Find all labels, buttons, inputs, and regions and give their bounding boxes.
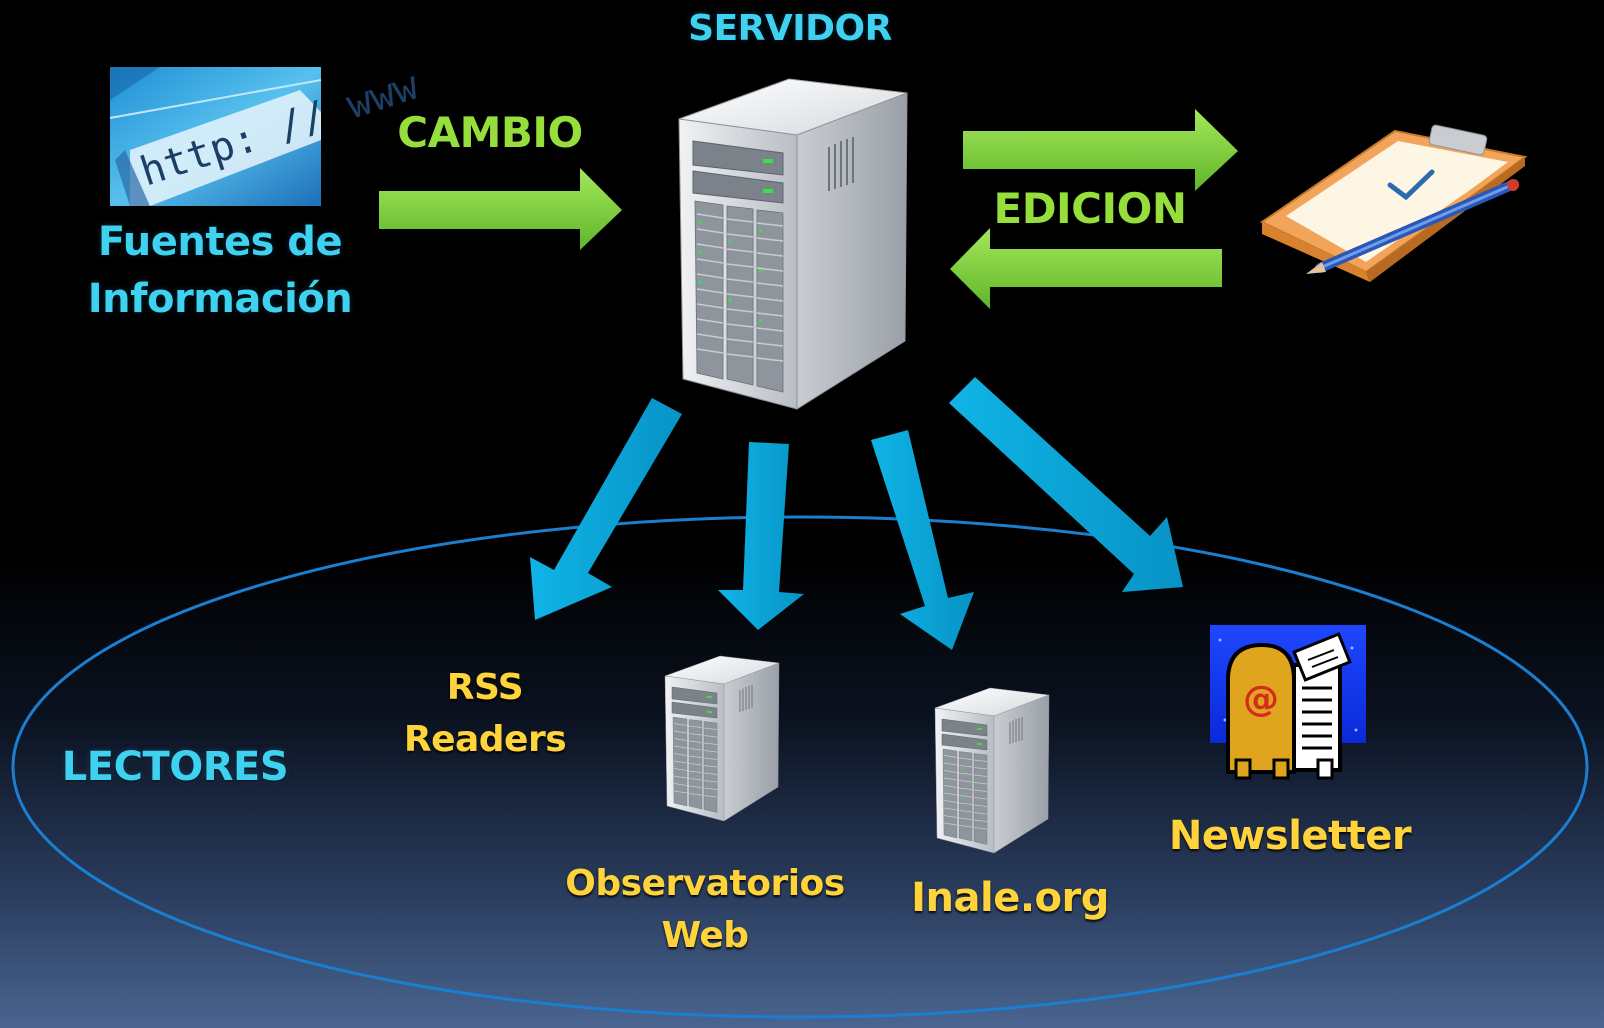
fuentes-label: Fuentes de Información [60, 214, 380, 328]
blue-arrow-to-newsletter [949, 377, 1183, 592]
newsletter-mailbox-icon: @ [1210, 625, 1366, 780]
inale-server-icon [934, 687, 1050, 854]
newsletter-label: Newsletter [1168, 813, 1412, 859]
cambio-label: CAMBIO [397, 108, 583, 157]
observatorios-label-line2: Web [661, 915, 749, 956]
fuentes-label-line2: Información [87, 276, 353, 322]
edicion-arrow-out [963, 109, 1238, 191]
inale-label: Inale.org [911, 875, 1109, 921]
lectores-ellipse [11, 515, 1589, 1019]
rss-label-line1: RSS [446, 667, 524, 708]
observatorios-label-line1: Observatorios [565, 863, 845, 904]
clipboard-icon [1260, 124, 1528, 282]
cambio-arrow [379, 168, 622, 250]
at-sign-icon: @ [1243, 679, 1279, 720]
edicion-arrow-in [950, 228, 1222, 309]
blue-arrow-to-inale [871, 430, 974, 650]
edicion-label: EDICION [993, 184, 1188, 233]
blue-arrow-to-rss [530, 398, 682, 620]
lectores-label: LECTORES [61, 744, 289, 790]
url-banner-image: http: // www [109, 62, 425, 206]
observatorios-label: Observatorios Web [560, 858, 850, 962]
servidor-title: SERVIDOR [688, 8, 892, 49]
rss-label-line2: Readers [403, 719, 567, 760]
main-server-icon [678, 78, 908, 410]
rss-readers-label: RSS Readers [380, 662, 590, 766]
observatorios-server-icon [664, 655, 780, 822]
blue-arrow-to-observatorios [718, 442, 804, 630]
fuentes-label-line1: Fuentes de [97, 219, 343, 265]
